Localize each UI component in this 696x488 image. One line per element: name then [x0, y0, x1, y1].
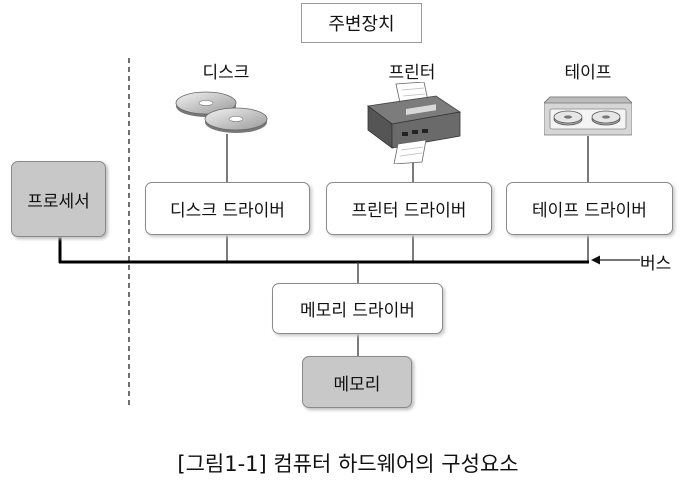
figure-caption: [그림1-1] 컴퓨터 하드웨어의 구성요소	[177, 452, 519, 476]
disk-icon	[175, 91, 268, 133]
disk-label: 디스크	[202, 63, 250, 83]
bus-label: 버스	[640, 254, 672, 274]
memory-driver-box: 메모리 드라이버	[272, 283, 443, 334]
printer-icon	[366, 82, 462, 164]
printer-driver-box: 프린터 드라이버	[326, 182, 492, 235]
bus-arrow-head	[591, 255, 600, 265]
tape-driver-box: 테이프 드라이버	[506, 182, 673, 235]
memory-box: 메모리	[302, 356, 412, 408]
peripheral-devices-box: 주변장치	[301, 3, 422, 43]
tape-label: 테이프	[564, 63, 612, 83]
processor-box: 프로세서	[11, 161, 106, 237]
tape-drive-icon	[544, 96, 632, 136]
disk-driver-box: 디스크 드라이버	[145, 182, 310, 235]
printer-label: 프린터	[388, 63, 436, 83]
